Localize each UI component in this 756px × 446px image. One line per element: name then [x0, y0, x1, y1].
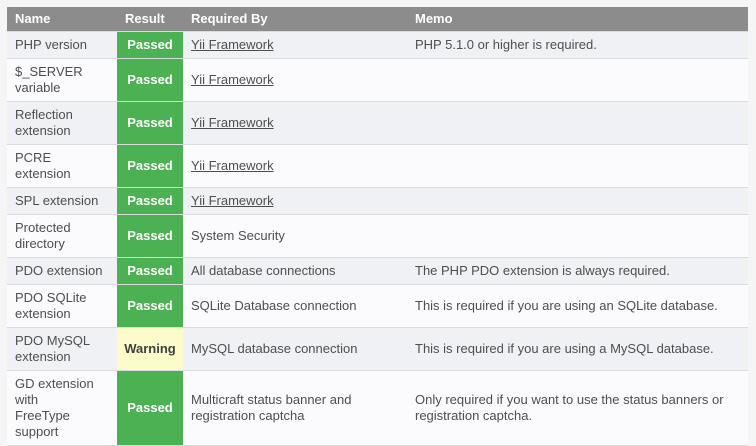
- requirement-memo: This is required if you are using an SQL…: [407, 284, 748, 328]
- column-header-name: Name: [7, 7, 117, 32]
- requirement-memo: [407, 144, 748, 188]
- table-row: SPL extension Passed Yii Framework: [7, 187, 748, 215]
- column-header-result: Result: [117, 7, 183, 32]
- result-badge: Warning: [117, 327, 183, 371]
- requirement-name: Protected directory: [7, 214, 117, 258]
- result-badge: Passed: [117, 214, 183, 258]
- table-row: PHP version Passed Yii Framework PHP 5.1…: [7, 31, 748, 59]
- result-badge: Passed: [117, 58, 183, 102]
- result-badge: Passed: [117, 257, 183, 285]
- required-by-cell: System Security: [183, 214, 407, 258]
- table-row: PDO extension Passed All database connec…: [7, 257, 748, 285]
- yii-framework-link[interactable]: Yii Framework: [191, 158, 274, 173]
- requirement-memo: [407, 58, 748, 102]
- requirement-name: GD extension with FreeType support: [7, 370, 117, 446]
- table-row: $_SERVER variable Passed Yii Framework: [7, 58, 748, 102]
- required-by-cell: Yii Framework: [183, 58, 407, 102]
- table-row: Protected directory Passed System Securi…: [7, 214, 748, 258]
- result-badge: Passed: [117, 31, 183, 59]
- yii-framework-link[interactable]: Yii Framework: [191, 193, 274, 208]
- requirement-memo: The PHP PDO extension is always required…: [407, 257, 748, 285]
- table-row: PDO SQLite extension Passed SQLite Datab…: [7, 284, 748, 328]
- required-by-cell: Yii Framework: [183, 144, 407, 188]
- table-row: Reflection extension Passed Yii Framewor…: [7, 101, 748, 145]
- required-by-cell: All database connections: [183, 257, 407, 285]
- requirement-name: PHP version: [7, 31, 117, 59]
- requirement-memo: [407, 214, 748, 258]
- requirement-name: PDO extension: [7, 257, 117, 285]
- requirement-name: SPL extension: [7, 187, 117, 215]
- requirement-name: $_SERVER variable: [7, 58, 117, 102]
- result-badge: Passed: [117, 370, 183, 446]
- yii-framework-link[interactable]: Yii Framework: [191, 115, 274, 130]
- requirement-name: PDO MySQL extension: [7, 327, 117, 371]
- required-by-cell: Yii Framework: [183, 187, 407, 215]
- table-header-row: Name Result Required By Memo: [7, 7, 748, 32]
- requirement-name: Reflection extension: [7, 101, 117, 145]
- requirement-memo: [407, 101, 748, 145]
- column-header-memo: Memo: [407, 7, 748, 32]
- table-row: GD extension with FreeType support Passe…: [7, 370, 748, 446]
- result-badge: Passed: [117, 187, 183, 215]
- yii-framework-link[interactable]: Yii Framework: [191, 37, 274, 52]
- requirement-memo: Only required if you want to use the sta…: [407, 370, 748, 446]
- required-by-cell: Multicraft status banner and registratio…: [183, 370, 407, 446]
- required-by-cell: Yii Framework: [183, 31, 407, 59]
- result-badge: Passed: [117, 144, 183, 188]
- required-by-cell: Yii Framework: [183, 101, 407, 145]
- yii-framework-link[interactable]: Yii Framework: [191, 72, 274, 87]
- requirement-memo: PHP 5.1.0 or higher is required.: [407, 31, 748, 59]
- required-by-cell: MySQL database connection: [183, 327, 407, 371]
- result-badge: Passed: [117, 101, 183, 145]
- table-row: PCRE extension Passed Yii Framework: [7, 144, 748, 188]
- requirement-name: PCRE extension: [7, 144, 117, 188]
- column-header-required-by: Required By: [183, 7, 407, 32]
- result-badge: Passed: [117, 284, 183, 328]
- requirement-name: PDO SQLite extension: [7, 284, 117, 328]
- required-by-cell: SQLite Database connection: [183, 284, 407, 328]
- requirement-memo: [407, 187, 748, 215]
- table-row: PDO MySQL extension Warning MySQL databa…: [7, 327, 748, 371]
- requirements-table: Name Result Required By Memo PHP version…: [7, 7, 748, 446]
- requirement-memo: This is required if you are using a MySQ…: [407, 327, 748, 371]
